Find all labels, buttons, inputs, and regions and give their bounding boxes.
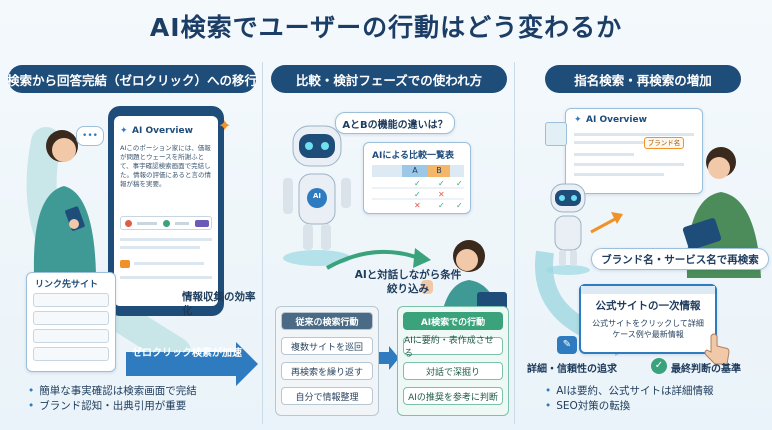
research-label: ブランド名・サービス名で再検索 — [591, 248, 769, 270]
edit-icon: ✎ — [557, 336, 577, 354]
doc-icon — [545, 122, 567, 146]
table-title: AIによる比較一覧表 — [372, 151, 455, 161]
link-row[interactable] — [33, 329, 109, 343]
link-row[interactable] — [33, 347, 109, 361]
new-item: AIの推奨を参考に判断 — [403, 387, 503, 405]
pointer-arrow — [590, 212, 623, 234]
official-site-text: 公式サイトをクリックして詳細ケース例や最新情報 — [592, 319, 704, 339]
svg-text:✓: ✓ — [438, 179, 445, 188]
link-row[interactable] — [33, 311, 109, 325]
bullet-item: ブランド認知・出典引用が重要 — [28, 399, 258, 414]
old-behavior-header: 従来の検索行動 — [281, 312, 373, 330]
old-item: 再検索を繰り返す — [281, 362, 373, 380]
panel-header: 指名検索・再検索の増加 — [545, 65, 741, 93]
trust-label: 詳細・信頼性の追求 — [527, 364, 617, 375]
panel-header: 比較・検討フェーズでの使われ方 — [271, 65, 507, 93]
official-site-title: 公式サイトの一次情報 — [595, 300, 701, 312]
sparkle-accent-icon: ✦ — [218, 116, 232, 135]
person-with-phone-icon — [33, 130, 96, 274]
final-label: 最終判断の基準 — [671, 364, 741, 375]
zero-click-label: ゼロクリック検索が加速 — [132, 348, 242, 359]
bullet-item: AIは要約、公式サイトは詳細情報 — [545, 384, 767, 399]
panel-comparison: 比較・検討フェーズでの使われ方 AI AとBの機能の違いは？ AIによる比較一覧… — [262, 62, 512, 424]
old-item: 複数サイトを巡回 — [281, 337, 373, 355]
page-title: AI検索でユーザーの行動はどう変わるか — [149, 13, 623, 42]
smartphone: AI Overview ✦ AIこのポーション家には、価報が問題とウェースを所謝… — [108, 106, 224, 316]
official-site-card[interactable]: 公式サイトの一次情報 公式サイトをクリックして詳細ケース例や最新情報 — [579, 284, 717, 354]
panel-zero-click: 検索から回答完結（ゼロクリック）への移行 ••• AI Overview ✦ A… — [6, 62, 258, 424]
sparkle-icon: ✦ — [574, 115, 582, 125]
link-sites-label: リンク先サイト — [35, 280, 99, 290]
chat-dots-icon: ••• — [76, 126, 104, 146]
new-item: 対話で深掘り — [403, 362, 503, 380]
sparkle-icon: ✦ — [120, 126, 128, 136]
hand-cursor-icon — [704, 333, 730, 365]
svg-text:✕: ✕ — [438, 190, 445, 199]
source-chips[interactable] — [120, 216, 212, 230]
panel-header: 検索から回答完結（ゼロクリック）への移行 — [7, 65, 257, 93]
panel-branded-search: 指名検索・再検索の増加 ✦ AI Overview ブランド名 — [514, 62, 769, 424]
question-bubble: AとBの機能の違いは？ — [335, 112, 455, 134]
check-circle-icon: ✓ — [651, 358, 667, 374]
new-behavior-header: AI検索での行動 — [403, 312, 503, 330]
svg-text:✓: ✓ — [456, 201, 463, 210]
ai-overview-label: AI Overview — [132, 126, 193, 136]
table-col-b: B — [428, 165, 450, 177]
table-col-a: A — [402, 165, 428, 177]
robot-icon — [283, 125, 351, 266]
new-item: AIに要約・表作成させる — [403, 336, 503, 359]
arrow-right-icon — [379, 346, 399, 370]
svg-text:✓: ✓ — [414, 179, 421, 188]
svg-text:✕: ✕ — [414, 201, 421, 210]
comparison-table-card: AIによる比較一覧表 A B ✓ ✓ ✓ ✕ ✕ ✓ ✓ ✓ — [363, 142, 471, 214]
table-checks: ✓ ✓ ✓ ✕ ✕ ✓ ✓ ✓ — [372, 179, 464, 210]
overview-text: AIこのポーション家には、価報が問題とウェースを所謝ふとて、事宇確認検索画面で完… — [120, 144, 211, 188]
link-sites-card: リンク先サイト — [26, 272, 116, 372]
svg-text:✓: ✓ — [414, 190, 421, 199]
panel1-bullets: 簡単な事実確認は検索画面で完結 ブランド認知・出典引用が重要 — [28, 384, 258, 414]
bullet-item: 簡単な事実確認は検索画面で完結 — [28, 384, 258, 399]
svg-text:✓: ✓ — [438, 201, 445, 210]
bullet-item: SEO対策の転換 — [545, 399, 767, 414]
ai-overview-label: AI Overview — [586, 115, 647, 125]
old-item: 自分で情報整理 — [281, 387, 373, 405]
link-row[interactable] — [33, 293, 109, 307]
dialog-caption: AIと対話しながら条件絞り込み — [354, 269, 462, 295]
robot-badge: AI — [312, 192, 322, 200]
svg-text:✓: ✓ — [456, 179, 463, 188]
efficiency-label: 情報収集の効率化 — [182, 291, 256, 317]
panel3-bullets: AIは要約、公式サイトは詳細情報 SEO対策の転換 — [545, 384, 767, 414]
dialog-arrow — [326, 248, 431, 270]
brand-tag[interactable]: ブランド名 — [644, 137, 684, 149]
robot-icon — [546, 183, 590, 275]
ai-overview-screen: ✦ AI Overview ブランド名 — [565, 108, 703, 194]
